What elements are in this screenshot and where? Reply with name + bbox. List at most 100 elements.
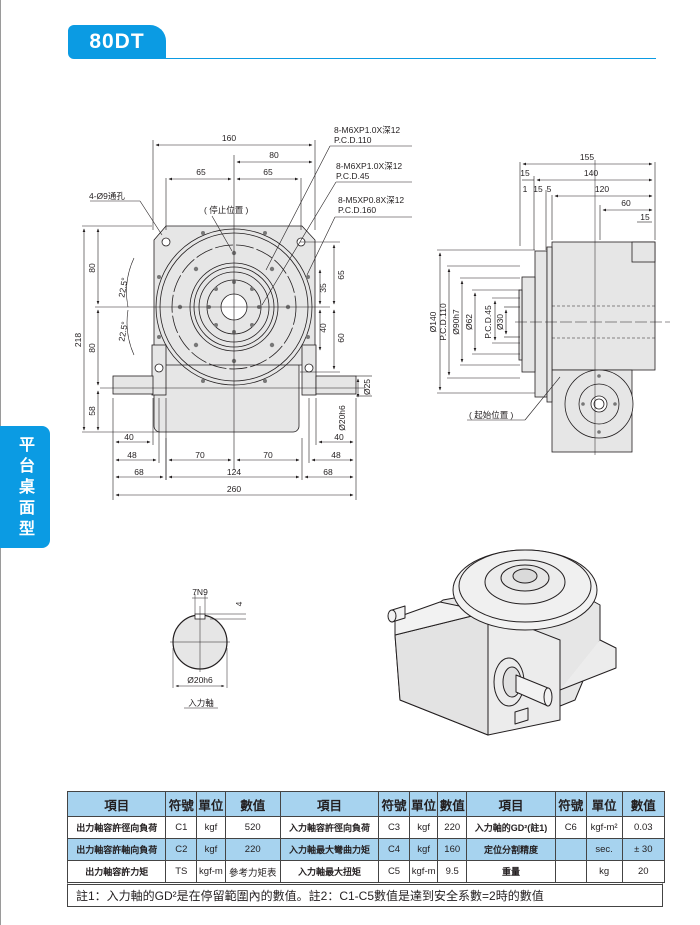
cell: kgf [196,816,226,839]
side-labels: 155 15 140 1 15 5 120 60 15 Ø140 P.C.D.1… [428,152,650,420]
header-item: 項目 [466,791,556,817]
input-shaft-right [315,375,357,395]
header-item: 項目 [66,791,167,817]
cell: ± 30 [621,838,666,861]
cell: 出力軸容許軸向負荷 [66,838,167,861]
cell: 入力軸最大彎曲力矩 [279,838,380,861]
dim-218: 218 [73,333,83,347]
dim-dia90: Ø90h7 [451,309,461,335]
spec-table: 項目 符號 單位 數值 項目 符號 單位 數值 項目 符號 單位 數值 出力軸容… [66,791,666,883]
dim-48-left: 48 [127,450,137,460]
spec-header-row: 項目 符號 單位 數值 項目 符號 單位 數值 項目 符號 單位 數值 [66,791,666,817]
header-value: 數值 [224,791,281,817]
dim-155: 155 [580,152,594,162]
cell: C3 [378,816,410,839]
header-symbol: 符號 [165,791,198,817]
dim-dia140: Ø140 [428,311,438,332]
cell: 出力軸容許力矩 [66,860,167,883]
dim-dia30: Ø30 [495,314,505,330]
callout-tap1-spec: 8-M6XP1.0X深12 [334,125,400,135]
technical-drawing: 160 80 65 65 4-Ø9通孔 ( 停止位置 ) 8-M6XP1.0X深… [73,125,670,736]
cell: 520 [224,816,281,839]
cell: kg [585,860,623,883]
dim-60: 60 [621,198,631,208]
dim-260: 260 [227,484,241,494]
cell [554,860,587,883]
callout-tap3-spec: 8-M5XP0.8X深12 [338,195,404,205]
cell: 參考力矩表 [224,860,281,883]
key-width-label: 7N9 [192,587,208,597]
callout-mount-holes: 4-Ø9通孔 [89,191,125,201]
cell: C1 [165,816,198,839]
dim-shaft-fit: Ø20h6 [337,405,347,431]
cell: 0.03 [621,816,666,839]
header-unit: 單位 [408,791,439,817]
header-value: 數值 [621,791,666,817]
callout-start-position: ( 起始位置 ) [469,410,514,420]
header-symbol: 符號 [554,791,587,817]
footnote-text: 註1：入力軸的GD²是在停留範圍內的數值。註2：C1-C5數值是達到安全系數=2… [76,889,544,903]
dim-68-left: 68 [134,467,144,477]
dim-40-right: 40 [334,432,344,442]
cell: C6 [554,816,587,839]
dim-68-right: 68 [323,467,333,477]
cell: kgf [196,838,226,861]
dim-shaft-dia: Ø25 [362,379,372,395]
dim-70-left: 70 [195,450,205,460]
cell: TS [165,860,198,883]
cell: sec. [585,838,623,861]
cell: 入力軸的GD²(註1) [466,816,556,839]
model-tab: 80DT [68,25,166,59]
cell: 出力軸容許徑向負荷 [66,816,167,839]
callout-stop-position: ( 停止位置 ) [204,205,249,215]
cell: 9.5 [437,860,468,883]
dim-15b: 15 [533,184,543,194]
angle-lower: 22.5° [116,321,129,342]
header-value: 數值 [437,791,468,817]
isometric-view [387,549,617,736]
dim-70-right: 70 [263,450,273,460]
callout-tap2-pcd: P.C.D.45 [336,171,370,181]
cell: 160 [437,838,468,861]
side-char: 台 [18,457,35,475]
cell: 20 [621,860,666,883]
front-labels: 160 80 65 65 4-Ø9通孔 ( 停止位置 ) 8-M6XP1.0X深… [73,125,404,494]
bolt-holes [157,231,310,383]
front-dimensions [82,140,412,500]
header-symbol: 符號 [378,791,410,817]
cell: 入力軸容許徑向負荷 [279,816,380,839]
cell: 入力軸最大扭矩 [279,860,380,883]
dim-80: 80 [269,150,279,160]
dim-1: 1 [523,184,528,194]
dim-15a: 15 [520,168,530,178]
input-shaft-label: 入力軸 [188,698,214,708]
cell: 定位分割精度 [466,838,556,861]
dim-160: 160 [222,133,236,143]
dim-35: 35 [318,283,328,293]
side-char: 平 [18,436,35,454]
dim-65: 65 [336,270,346,280]
dim-pcd110: P.C.D.110 [438,303,448,341]
dim-65-right: 65 [263,167,273,177]
shaft-diameter-label: Ø20h6 [187,675,213,685]
angle-upper: 22.5° [116,277,129,298]
cell: 220 [437,816,468,839]
side-char: 面 [18,499,35,517]
input-shaft-section [170,594,246,709]
cell: kgf [408,816,439,839]
dim-140: 140 [584,168,598,178]
dim-dia62: Ø62 [464,314,474,330]
cell: 220 [224,838,281,861]
housing-body [153,359,300,433]
header-item: 項目 [279,791,380,817]
dim-pcd45: P.C.D.45 [483,305,493,339]
cell: kgf-m [196,860,226,883]
dim-40-left: 40 [124,432,134,442]
dim-80-lower: 80 [87,343,97,353]
dim-60: 60 [336,333,346,343]
table-row: 出力軸容許軸向負荷 C2 kgf 220 入力軸最大彎曲力矩 C4 kgf 16… [66,838,666,861]
callout-tap3-pcd: P.C.D.160 [338,205,376,215]
dim-5: 5 [547,184,552,194]
dim-80-upper: 80 [87,263,97,273]
dim-58: 58 [87,406,97,416]
